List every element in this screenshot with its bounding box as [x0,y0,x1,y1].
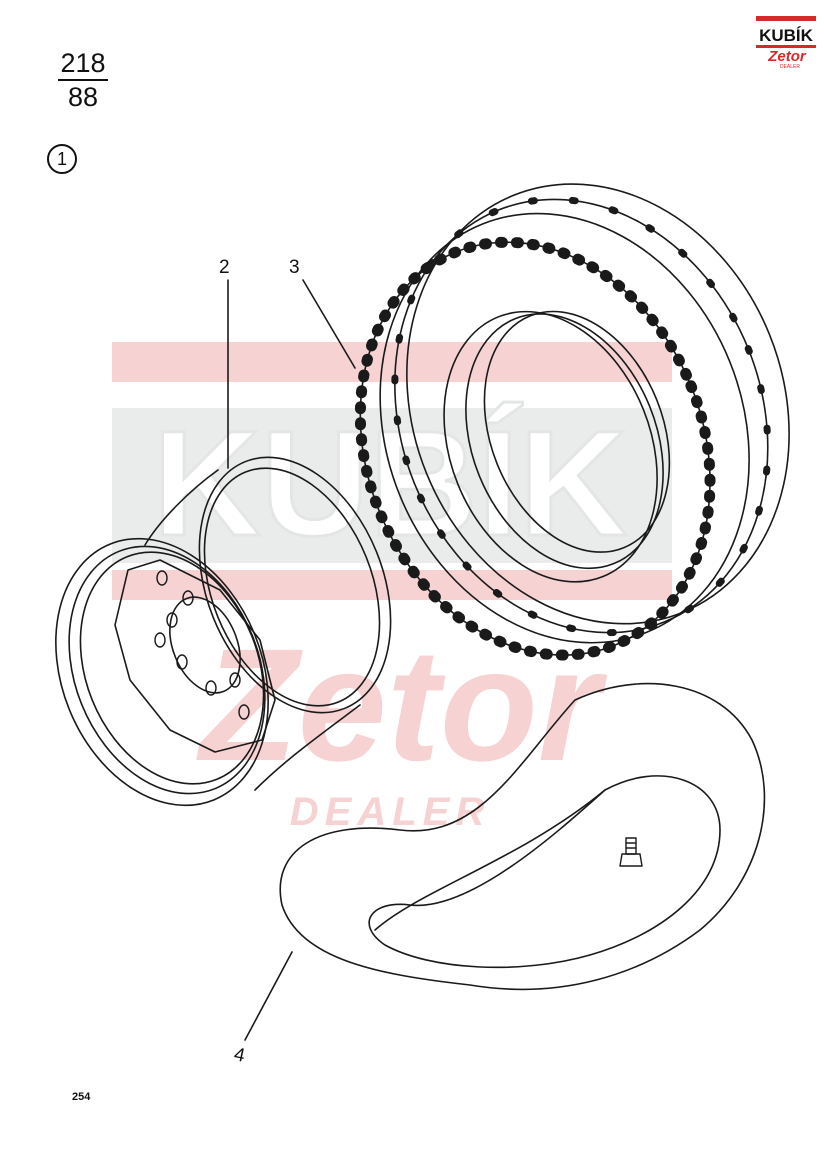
rim [55,456,392,807]
rim-front-flange-lip [79,551,265,785]
rim-bolt-holes [154,570,250,720]
rim-barrel-top [144,469,219,546]
rim-barrel-bottom [254,704,361,791]
fraction-numerator: 218 [58,48,108,81]
tyre-front-face [359,241,711,656]
group-number-circle: 1 [47,144,77,174]
leader-line-tyre [302,279,356,369]
drawing-reference-fraction: 218 88 [58,48,108,112]
tyre [354,183,790,661]
logo-line1: KUBÍK [759,26,814,45]
watermark-line3: DEALER [290,790,490,834]
callout-rim-label: 2 [219,257,230,278]
tyre-lug-ring [354,236,716,661]
tube-outline-inner [368,775,721,969]
tyre-bead-inner [465,313,664,570]
page-number: 254 [72,1091,91,1103]
rim-back-flange-inner [203,467,381,707]
watermark-line1: KUBÍK [153,399,628,567]
inner-tube [279,682,766,991]
rim-back-flange [198,456,392,714]
logo-line2: Zetor [767,48,807,65]
callout-tyre-label: 3 [289,257,300,278]
kubik-zetor-dealer-logo: KUBÍK Zetor DEALER [756,16,816,70]
logo-line3: DEALER [780,64,800,70]
fraction-denominator: 88 [67,82,99,112]
leader-line-tube [244,951,293,1041]
tyre-tread-back [406,183,790,625]
tube-outline-outer [279,682,766,991]
watermark-kubik-zetor-dealer: KUBÍK Zetor DEALER [112,342,672,834]
tube-inner-rim [374,789,606,931]
valve-icon [619,837,643,867]
tyre-tread-groove-2 [379,212,750,644]
rim-disc [114,559,276,753]
tyre-lugs-back [391,195,772,637]
tyre-bead-outer [443,310,658,583]
rim-hub [169,596,241,694]
tyre-tread-groove-1 [394,198,769,634]
